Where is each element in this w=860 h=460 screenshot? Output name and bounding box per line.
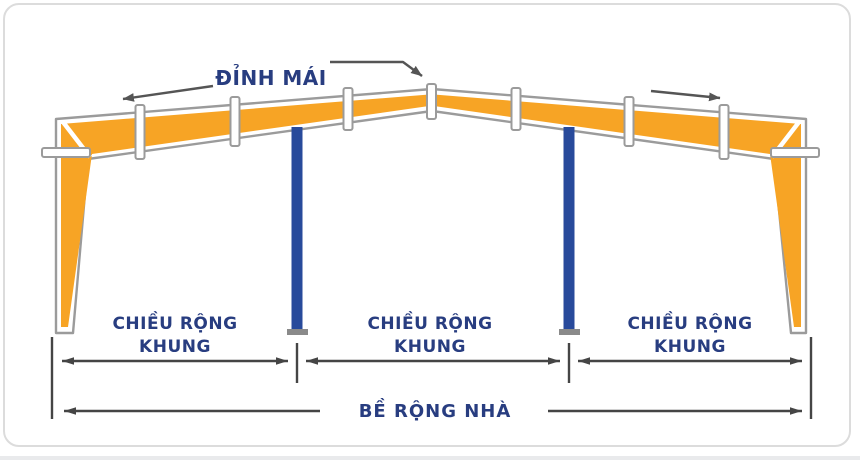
ridge-plate xyxy=(426,83,437,120)
eave-strut-right xyxy=(770,147,820,158)
span2-label-line1: CHIỀU RỘNG xyxy=(367,310,492,334)
steel-members xyxy=(61,94,801,327)
span3-label-line1: CHIỀU RỘNG xyxy=(627,310,752,334)
eave-strut-left xyxy=(41,147,91,158)
dimension-ticks xyxy=(50,337,813,419)
splice-plate xyxy=(510,87,522,131)
arrow-right-icon xyxy=(650,89,721,102)
span2-label-line2: KHUNG xyxy=(394,337,466,357)
interior-column-right xyxy=(563,127,575,329)
base-plate-right xyxy=(559,329,580,335)
arrow-left-icon xyxy=(122,84,214,102)
splice-plate xyxy=(623,96,635,147)
arrow-bent-down-right-icon xyxy=(330,60,423,77)
span1-label-line2: KHUNG xyxy=(139,337,211,357)
splice-plate xyxy=(718,104,730,160)
left-column-rafter-core xyxy=(61,94,429,327)
splice-plate xyxy=(134,104,146,160)
span3-label-line2: KHUNG xyxy=(654,337,726,357)
diagram-card xyxy=(3,3,851,447)
bottom-edge-strip xyxy=(0,456,860,460)
span1-label-line1: CHIỀU RỘNG xyxy=(112,310,237,334)
base-plate-left xyxy=(287,329,308,335)
right-column-rafter-core xyxy=(434,94,801,327)
splice-plate xyxy=(229,96,241,147)
interior-column-left xyxy=(291,127,303,329)
annotation-arrows xyxy=(122,60,721,102)
building-width-label: BỀ RỘNG NHÀ xyxy=(359,398,512,422)
splice-plate xyxy=(342,87,354,131)
roof-peak-label: ĐỈNH MÁI xyxy=(215,65,326,90)
interior-columns xyxy=(287,127,580,335)
splice-plates xyxy=(41,83,820,160)
